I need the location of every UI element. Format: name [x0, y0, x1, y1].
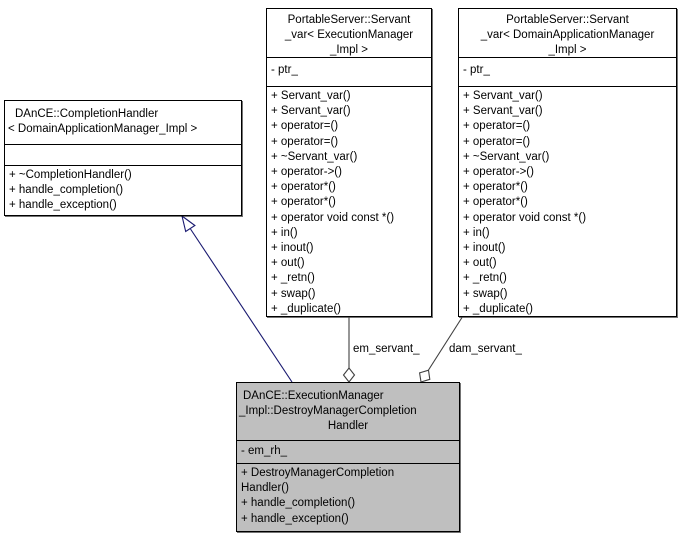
method-item: + operator=(): [463, 120, 531, 133]
method-item: + operator->(): [463, 166, 534, 179]
aggregation-diamond-dam-icon: [418, 369, 431, 383]
class-title: DAnCE::ExecutionManager_Impl::DestroyMan…: [237, 383, 459, 440]
class-box-em-servant-var[interactable]: PortableServer::Servant_var< ExecutionMa…: [266, 8, 432, 317]
method-item: + Servant_var(): [271, 105, 351, 118]
methods-section: + ~CompletionHandler() + handle_completio…: [5, 165, 241, 215]
method-item: + DestroyManagerCompletion: [241, 467, 395, 479]
method-item: + operator=(): [271, 135, 339, 148]
inheritance-edge: [190, 228, 293, 383]
attributes-section: - ptr_: [267, 57, 431, 86]
title-line: Handler: [327, 420, 369, 432]
method-item: + operator*(): [463, 181, 528, 194]
method-item: + swap(): [271, 287, 316, 300]
method-item: + operator void const *(): [271, 211, 395, 224]
method-item: + operator*(): [463, 196, 528, 209]
method-item: + out(): [271, 257, 305, 270]
method-item: + inout(): [463, 242, 506, 255]
method-item: + _duplicate(): [271, 302, 341, 315]
class-title: PortableServer::Servant_var< DomainAppli…: [459, 9, 676, 57]
method-item: + Servant_var(): [463, 90, 543, 102]
title-line: PortableServer::Servant: [506, 14, 629, 26]
aggregation-diamond-em-icon: [342, 367, 356, 383]
method-item: + _retn(): [271, 272, 315, 285]
methods-section: + Servant_var() + Servant_var() + operator…: [267, 86, 431, 316]
title-line: _Impl >: [329, 44, 369, 56]
title-line: _Impl::DestroyManagerCompletion: [239, 405, 417, 417]
title-line: _var< DomainApplicationManager: [480, 29, 655, 41]
methods-section: + Servant_var() + Servant_var() + operator…: [459, 86, 676, 316]
attribute-item: - em_rh_: [241, 445, 288, 457]
method-item: + in(): [271, 226, 298, 239]
title-line: < DomainApplicationManager_Impl >: [8, 123, 198, 135]
attributes-section: [5, 144, 241, 165]
method-item: + operator=(): [463, 135, 531, 148]
title-line: _var< ExecutionManager: [284, 29, 414, 41]
class-title: DAnCE::CompletionHandler< DomainApplicat…: [5, 101, 241, 144]
edge-label-dam-servant: dam_servant_: [449, 343, 522, 355]
method-item: + _retn(): [463, 272, 507, 285]
method-item: + in(): [463, 226, 490, 239]
attributes-section: - ptr_: [459, 57, 676, 86]
attribute-item: - ptr_: [463, 64, 490, 76]
method-item: + operator*(): [271, 196, 336, 209]
method-item: + out(): [463, 257, 497, 270]
title-line: DAnCE::CompletionHandler: [15, 108, 159, 120]
attributes-section: - em_rh_: [237, 440, 459, 463]
method-item: Handler(): [241, 482, 289, 495]
attribute-item: - ptr_: [271, 64, 298, 76]
method-item: + Servant_var(): [271, 90, 351, 102]
title-line: PortableServer::Servant: [287, 14, 411, 26]
inheritance-arrowhead-icon: [181, 214, 196, 233]
method-item: + operator*(): [271, 181, 336, 194]
edge-label-em-servant: em_servant_: [353, 343, 420, 355]
class-box-completion-handler[interactable]: DAnCE::CompletionHandler< DomainApplicat…: [4, 100, 242, 216]
aggregation-edge-dam-servant: [428, 317, 463, 371]
method-item: + handle_exception(): [9, 199, 117, 212]
method-item: + Servant_var(): [463, 105, 543, 118]
method-item: + handle_completion(): [241, 497, 356, 510]
title-line: _Impl >: [548, 44, 587, 56]
method-item: + inout(): [271, 242, 314, 255]
class-box-destroy-manager-completion-handler[interactable]: DAnCE::ExecutionManager_Impl::DestroyMan…: [236, 382, 460, 532]
method-item: + handle_exception(): [241, 512, 349, 525]
method-item: + ~Servant_var(): [271, 150, 358, 163]
method-item: + _duplicate(): [463, 302, 533, 315]
method-item: + swap(): [463, 287, 508, 300]
method-item: + handle_completion(): [9, 184, 124, 197]
method-item: + operator->(): [271, 166, 342, 179]
class-box-dam-servant-var[interactable]: PortableServer::Servant_var< DomainAppli…: [458, 8, 677, 317]
method-item: + operator=(): [271, 120, 339, 133]
method-item: + operator void const *(): [463, 211, 587, 224]
class-title: PortableServer::Servant_var< ExecutionMa…: [267, 9, 431, 57]
method-item: + ~Servant_var(): [463, 150, 550, 163]
title-line: DAnCE::ExecutionManager: [243, 390, 384, 402]
method-item: + ~CompletionHandler(): [9, 169, 132, 181]
